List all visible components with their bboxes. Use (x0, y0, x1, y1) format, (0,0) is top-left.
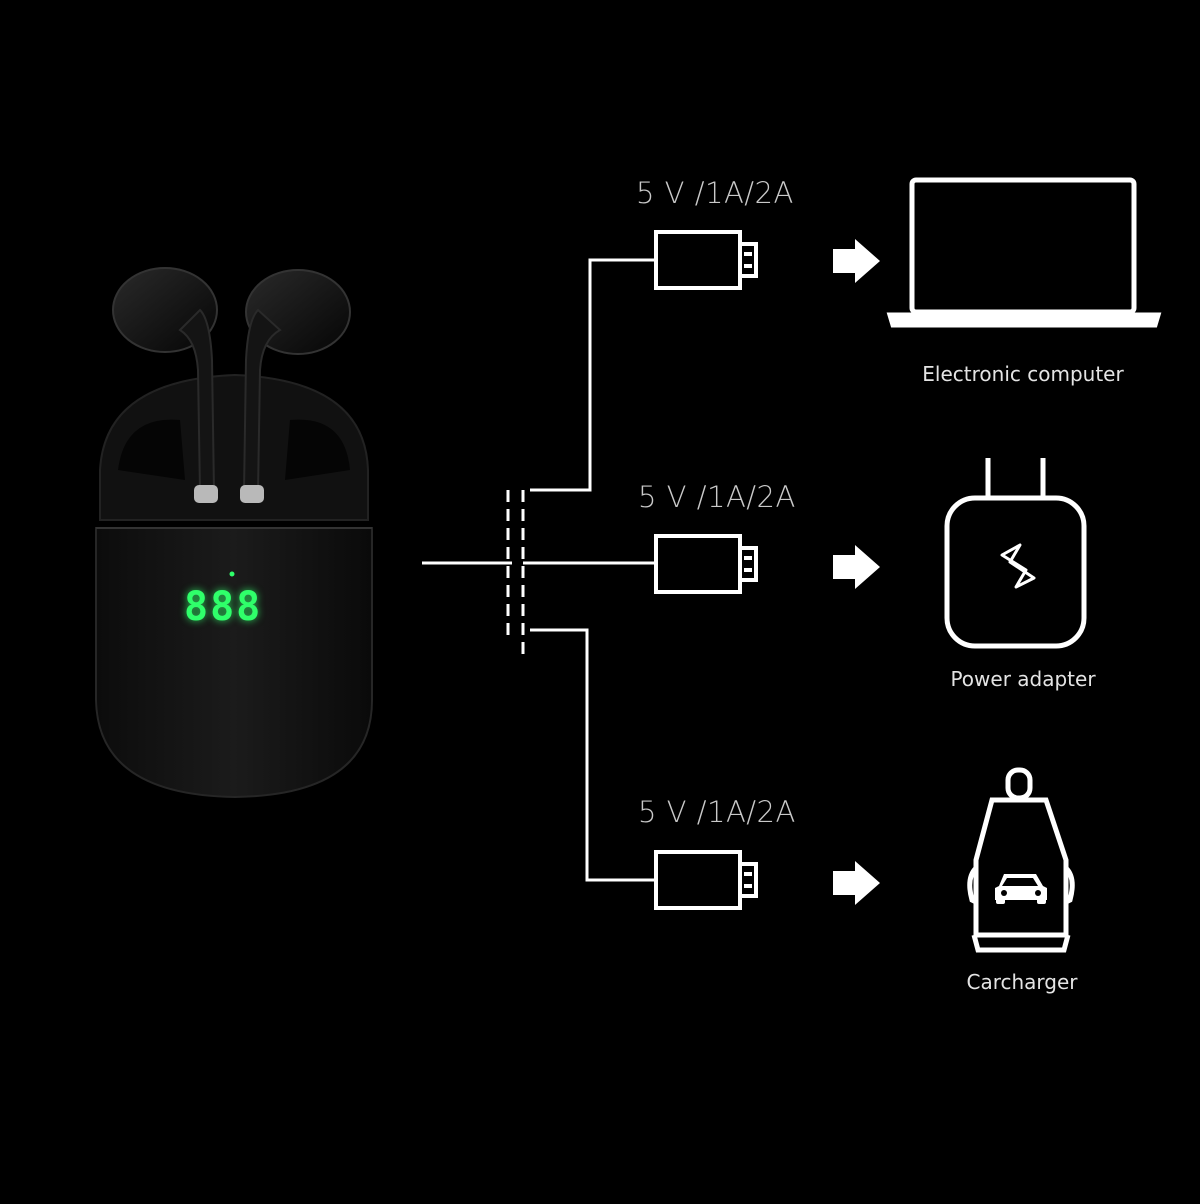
voltage-label-3: 5 V /1A/2A (638, 795, 796, 829)
arrow-right-icon-1 (833, 239, 880, 283)
device-label-computer: Electronic computer (922, 362, 1124, 386)
voltage-label-2: 5 V /1A/2A (638, 480, 796, 514)
device-label-car-charger: Carcharger (966, 970, 1078, 994)
laptop-icon (886, 177, 1162, 328)
voltage-label-1: 5 V /1A/2A (636, 176, 794, 210)
wall-charger-icon (944, 458, 1087, 649)
earbuds-case-image (95, 267, 373, 799)
left-earbud (112, 267, 218, 503)
arrow-right-icon-3 (833, 861, 880, 905)
device-label-power-adapter: Power adapter (950, 667, 1096, 691)
usb-plug-icon-2 (654, 534, 758, 594)
usb-plug-icon-1 (654, 230, 758, 290)
wiring (422, 258, 656, 882)
right-earbud (240, 269, 351, 503)
car-charger-icon (967, 767, 1075, 953)
usb-plug-icon-3 (654, 850, 758, 910)
arrow-right-icon-2 (833, 545, 880, 589)
battery-led-display: 888 (184, 584, 263, 630)
